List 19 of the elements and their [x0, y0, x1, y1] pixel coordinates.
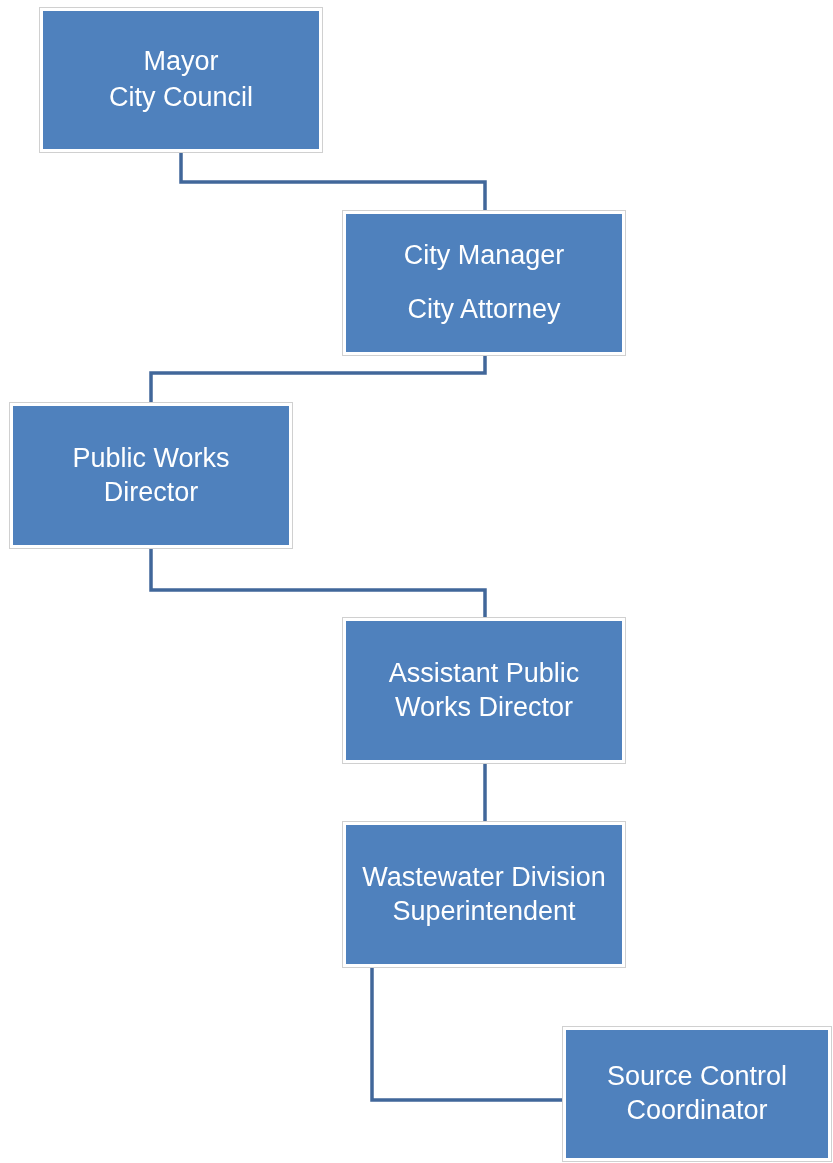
role-title: City Manager — [403, 239, 565, 273]
role-box — [343, 618, 625, 763]
role-box — [343, 822, 625, 967]
connector-line — [149, 355, 487, 403]
role-title: Public Works Director — [71, 441, 231, 509]
connector-line — [149, 548, 487, 618]
role-title: City Attorney — [407, 293, 561, 326]
role-title: Assistant Public Works Director — [387, 656, 581, 724]
role-box — [563, 1027, 831, 1161]
connector-line — [370, 967, 563, 1102]
role-box — [10, 403, 292, 548]
role-box — [343, 211, 625, 355]
connector-line — [483, 763, 487, 822]
role-title: Wastewater Division Superintendent — [361, 860, 607, 928]
role-title: Mayor — [143, 45, 219, 79]
role-title: Source Control Coordinator — [605, 1060, 789, 1127]
role-title: City Council — [108, 81, 253, 114]
role-box — [40, 8, 322, 152]
connector-line — [179, 152, 487, 211]
